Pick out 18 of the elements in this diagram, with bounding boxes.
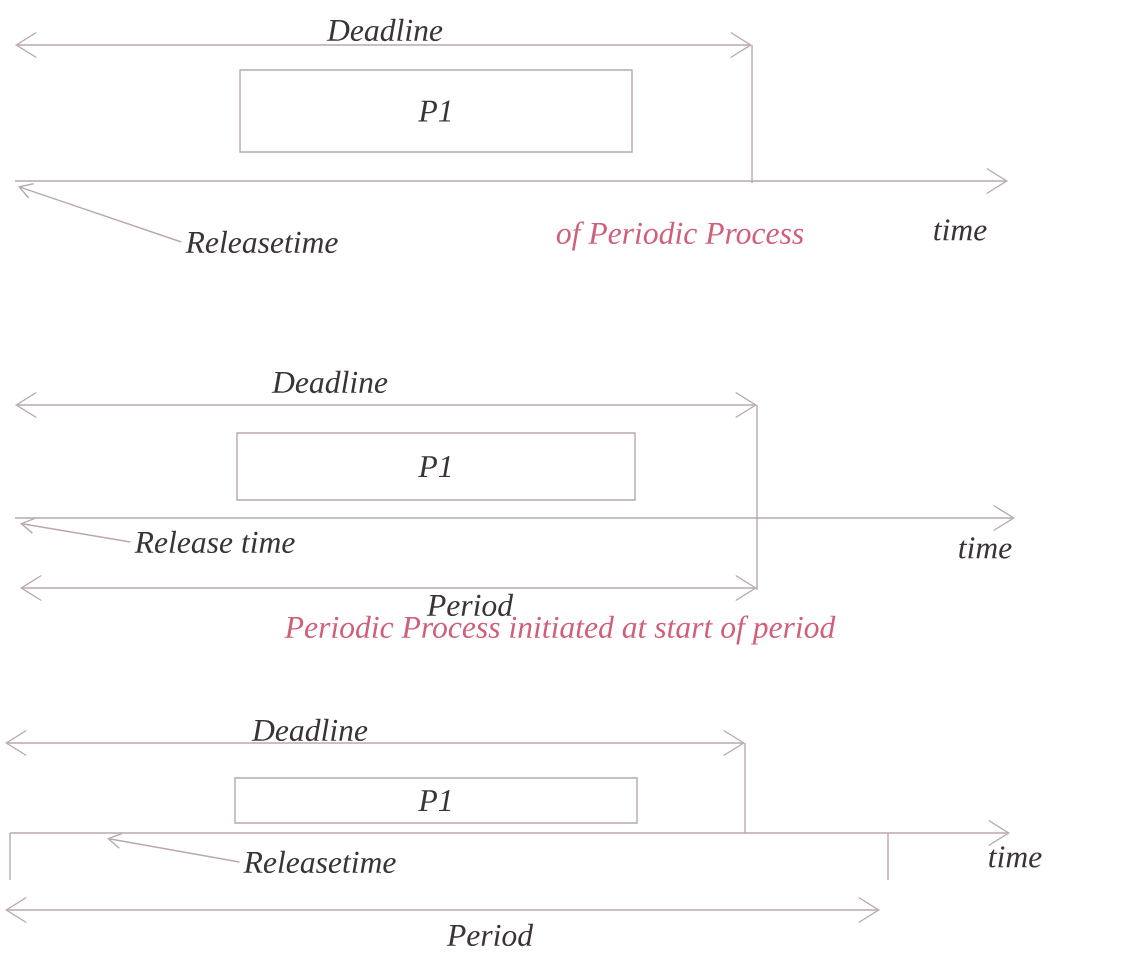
leader-line	[20, 517, 132, 543]
annotation-text: Releasetime	[185, 230, 338, 254]
annotation-text: Release time	[134, 530, 295, 554]
annotation-text: Period	[446, 923, 534, 947]
annotation-text: of Periodic Process	[556, 221, 804, 251]
annotation-text: time	[989, 846, 1042, 868]
process-box: P1	[234, 777, 638, 824]
process-box: P1	[236, 432, 636, 501]
annotation-text: Period	[426, 593, 514, 617]
process-box: P1	[239, 69, 633, 153]
time-axis	[9, 819, 1010, 847]
annotation-text: Deadline	[251, 718, 368, 742]
time-axis	[14, 167, 1008, 195]
annotation-text: Periodic Process initiated at start of period	[284, 615, 836, 645]
annotation-text: Releasetime	[243, 850, 396, 874]
leader-line	[18, 183, 183, 243]
leader-line	[107, 832, 241, 863]
time-axis	[14, 504, 1015, 532]
